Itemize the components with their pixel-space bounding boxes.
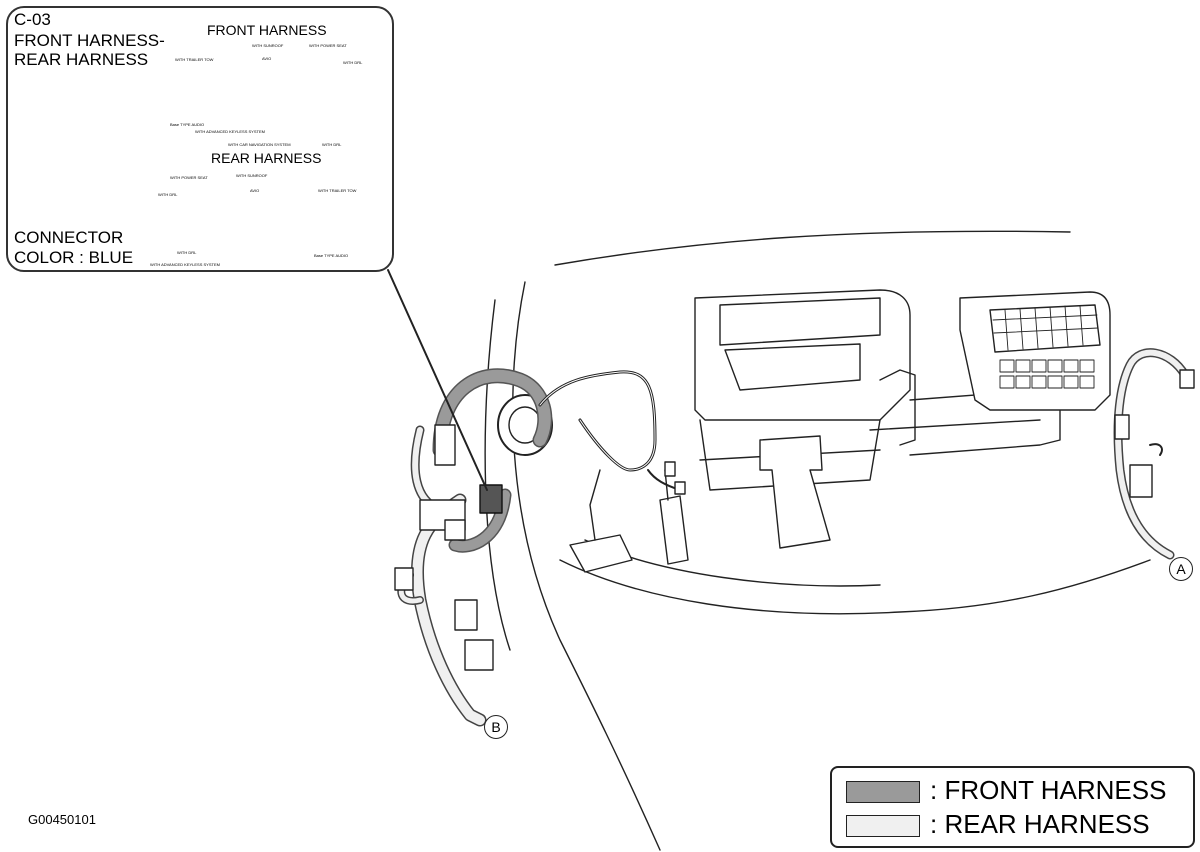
front-note-power-seat: WITH POWER SEAT	[309, 43, 347, 48]
rear-note-base-audio: Base TYPE AUDIO	[314, 253, 349, 258]
marker-b: B	[484, 715, 508, 739]
rear-note-drl: WITH DRL	[158, 192, 178, 197]
console-post	[759, 435, 831, 549]
accelerator-pedal	[659, 495, 689, 565]
front-harness-header: FRONT HARNESS	[207, 22, 327, 38]
pedal-wire	[538, 370, 657, 472]
front-note-trailer-tow: WITH TRAILER TOW	[175, 57, 214, 62]
lower-dash-curve	[559, 559, 1151, 615]
rear-note-keyless: WITH ADVANCED KEYLESS SYSTEM	[150, 262, 220, 267]
marker-a: A	[1169, 557, 1193, 581]
rear-note-power-seat: WITH POWER SEAT	[170, 175, 208, 180]
front-note-navigation: WITH CAR NAVIGATION SYSTEM	[228, 142, 291, 147]
callout-title-line2: REAR HARNESS	[14, 50, 149, 69]
rear-harness-swatch	[846, 815, 920, 837]
rear-note-trailer-tow: WITH TRAILER TOW	[318, 188, 357, 193]
connector-code: C-03	[14, 10, 51, 29]
rear-harness-legend-label: : REAR HARNESS	[930, 809, 1150, 839]
connector-callout	[6, 6, 394, 272]
rear-harness-header: REAR HARNESS	[211, 150, 322, 166]
front-note-sunroof: WITH SUNROOF	[252, 43, 284, 48]
front-note-drl: WITH DRL	[343, 60, 363, 65]
figure-id: G00450101	[28, 812, 96, 827]
callout-leader	[387, 269, 488, 491]
front-note-keyless: WITH ADVANCED KEYLESS SYSTEM	[195, 129, 265, 134]
c03-connector	[479, 484, 503, 514]
rear-note-sunroof: WITH SUNROOF	[236, 173, 268, 178]
front-note-drl2: WITH DRL	[322, 142, 342, 147]
rear-note-drl2: WITH DRL	[177, 250, 197, 255]
rear-note-avc: AVIO	[250, 188, 260, 193]
brake-pedal	[569, 534, 633, 573]
connector-color-line1: CONNECTOR	[14, 228, 124, 247]
callout-title-line1: FRONT HARNESS-	[14, 31, 165, 50]
front-harness-legend-label: : FRONT HARNESS	[930, 775, 1167, 805]
dash-top-curve	[554, 230, 1071, 266]
harness-legend: : FRONT HARNESS : REAR HARNESS	[830, 766, 1195, 848]
front-note-base-audio: Base TYPE AUDIO	[170, 122, 205, 127]
front-note-avc: AVIO	[262, 56, 272, 61]
front-harness-swatch	[846, 781, 920, 803]
pillar-curve	[484, 299, 511, 651]
connector-color-line2: COLOR : BLUE	[14, 248, 134, 267]
right-harness-cable	[1113, 348, 1190, 560]
